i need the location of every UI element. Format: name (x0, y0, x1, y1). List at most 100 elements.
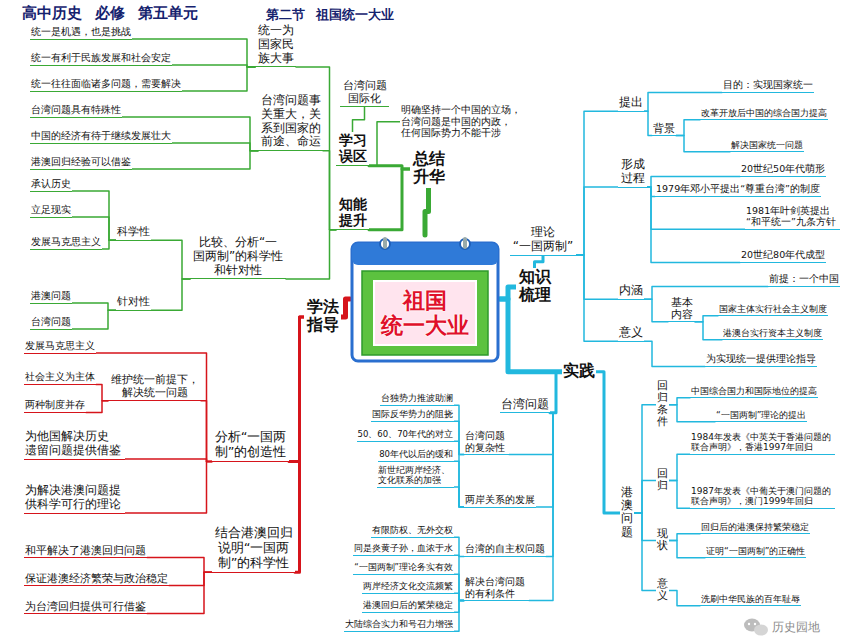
node-text: 和平解决了港澳回归问题 (25, 544, 146, 556)
branch-connector (125, 461, 212, 513)
branch-text: 改革开放后中国的综合国力提高 (700, 108, 828, 120)
node-text: 承认历史 (31, 178, 71, 190)
branch-connector (369, 122, 400, 166)
note-text: 明确坚持一个中国的立场， 台湾问题是中国的内政， 任何国际势力不能干涉 (400, 104, 525, 140)
branch-text: 统一往往面临诸多问题，需要解决 (30, 78, 182, 92)
branch-connector (151, 240, 190, 279)
node-text: 港澳问题 (31, 290, 71, 302)
node-text: 港澳台实行资本主义制度 (723, 328, 822, 338)
branch-text: 台湾问题 (500, 398, 550, 413)
branch-text: 台湾问题 (30, 316, 72, 330)
node-text: 港澳回归经验可以借鉴 (31, 156, 131, 168)
watermark-text: 历史园地 (772, 619, 820, 636)
node-text: 祖国 统一大业 (374, 281, 476, 345)
branch-connector (644, 286, 768, 299)
node-text: “一国两制”理论的提出 (716, 410, 806, 420)
branch-connector (182, 67, 255, 91)
branch-text: 发展马克思主义 (30, 236, 102, 250)
branch-text: 港澳问题 (30, 290, 72, 304)
branch-text: 1984年发表《中英关于香港问题的 联合声明》，香港1997年回归 (690, 432, 835, 455)
branch-text: 国际反华势力的阻挠 (371, 410, 454, 422)
branch-connector (454, 555, 464, 600)
branch-connector (576, 111, 618, 255)
branch-connector (536, 413, 553, 507)
branch-connector (454, 593, 464, 600)
branch-connector (634, 513, 656, 541)
branch-connector (644, 299, 668, 321)
node-text: 新世纪两岸经济、 文化联系的加强 (378, 466, 453, 486)
branch-text: 为解决港澳问题提 供科学可行的理论 (24, 484, 125, 514)
node-text: 意义 (619, 326, 643, 340)
center-calendar: 祖国 统一大业 (350, 235, 500, 363)
branch-text: 意义 (618, 326, 644, 342)
branch-connector (509, 413, 553, 454)
branch-connector (669, 454, 690, 480)
node-text: 理论 “一国两制” (511, 226, 575, 254)
node-text: 学法 指导 (305, 298, 340, 335)
branch-text: 解决台湾问题 的有利条件 (464, 576, 529, 601)
node-text: 结合港澳回归 说明“一国两 制”的科学性 (213, 526, 294, 571)
branch-connector (669, 534, 700, 541)
node-text: 台湾问题 国际化 (341, 80, 388, 105)
branch-text: 承认历史 (30, 178, 72, 192)
node-text: 总结 升华 (411, 150, 446, 187)
node-text: 针对性 (117, 296, 150, 309)
branch-text: 港澳回归后的繁荣稳定 (362, 601, 454, 613)
node-text: 20世纪80年代成型 (741, 250, 825, 261)
node-text: 两岸关系的发展 (465, 494, 535, 506)
branch-connector (500, 299, 562, 372)
vertical-branch-label: 回归 (656, 468, 669, 493)
branch-text: 港澳台实行资本主义制度 (722, 328, 823, 340)
node-text: 1984年发表《中英关于香港问题的 联合声明》，香港1997年回归 (691, 432, 834, 453)
node-text: 为解决港澳问题提 供科学可行的理论 (25, 484, 124, 512)
chat-bubble (754, 625, 768, 636)
branch-text: 1981年叶剑英提出 “和平统一”九条方针 (745, 206, 840, 230)
node-text: 20世纪50年代萌形 (741, 164, 825, 175)
branch-connector (669, 405, 715, 422)
node-text: 台湾问题具有特殊性 (31, 104, 121, 116)
node-text: 中国的经济有待于继续发展壮大 (31, 130, 171, 142)
branch-connector (576, 187, 618, 255)
branch-connector (72, 310, 116, 329)
branch-connector (634, 481, 656, 513)
node-text: 台湾的自主权问题 (465, 544, 545, 555)
branch-text: 提出 (618, 96, 644, 112)
branch-connector (425, 188, 429, 235)
node-text: 解决台湾问题 的有利条件 (465, 576, 528, 599)
branch-connector (669, 591, 700, 606)
branch-text: 同是炎黄子孙，血浓于水 (353, 544, 454, 556)
branch-text: 50、60、70年代的对立 (357, 430, 454, 442)
branch-text: 立足现实 (30, 204, 72, 218)
branch-text: 理论 “一国两制” (510, 226, 576, 256)
node-text: 科学性 (117, 226, 150, 239)
branch-connector (454, 461, 464, 507)
branch-text: 台湾问题事 关重大，关 系到国家的 前途、命运 (258, 94, 323, 151)
branch-connector (201, 401, 212, 462)
node-text: 台湾问题事 关重大，关 系到国家的 前途、命运 (259, 94, 322, 149)
node-text: 大陆综合实力和号召力增强 (345, 620, 453, 630)
node-text: “一国两制”理论务实有效 (354, 563, 453, 573)
node-text: 社会主义为主体 (25, 372, 95, 383)
node-text: 台湾问题 的复杂性 (465, 430, 508, 453)
branch-title: 学习 误区 (336, 132, 369, 166)
node-text: 前提：一个中国 (769, 274, 839, 285)
node-text: 为台湾回归提供可行借鉴 (25, 600, 146, 612)
branch-text: 统一有利于民族发展和社会安定 (30, 52, 172, 66)
branch-text: 20世纪80年代成型 (740, 250, 826, 263)
branch-text: 台湾问题具有特殊性 (30, 104, 122, 118)
node-text: 两种制度并存 (25, 400, 85, 411)
branch-text: 国家主体实行社会主义制度 (718, 304, 828, 316)
branch-text: 形成 过程 (618, 158, 647, 188)
node-text: 回归后的港澳保持繁荣稳定 (701, 522, 809, 532)
branch-text: 洗刷中华民族的百年耻辱 (700, 594, 801, 606)
branch-text: 内涵 (618, 284, 644, 300)
branch-text: 有限防权、无外交权 (371, 526, 454, 538)
node-text: 统一往往面临诸多问题，需要解决 (31, 78, 181, 90)
branch-text: 前提：一个中国 (768, 274, 840, 287)
node-text: 背景 (653, 122, 675, 134)
branch-text: 社会主义为主体 (24, 372, 96, 385)
node-text: 台湾问题 (501, 398, 549, 411)
node-text: 洗刷中华民族的百年耻辱 (701, 594, 800, 604)
node-text: 基本 内容 (669, 296, 694, 320)
branch-connector (96, 384, 108, 400)
